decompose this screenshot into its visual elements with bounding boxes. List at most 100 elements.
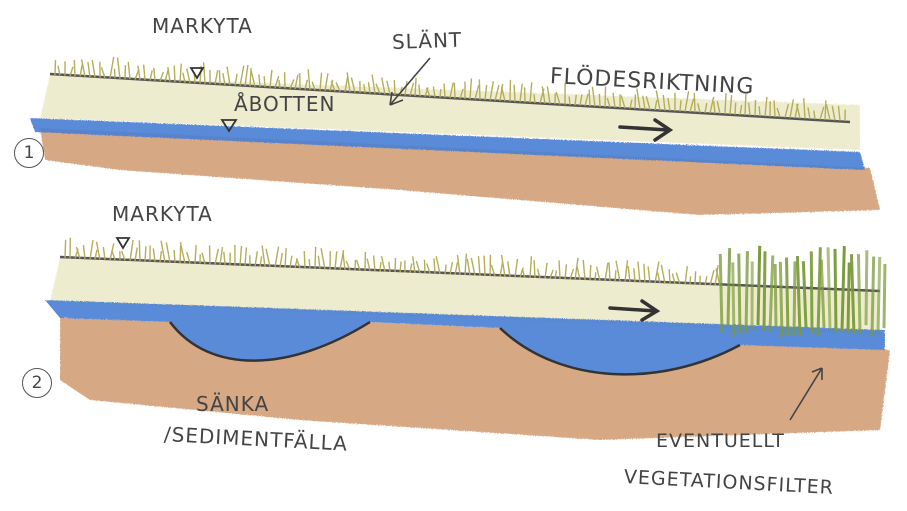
reed-stem [858, 254, 860, 333]
reed-stem [775, 264, 776, 327]
label-markyta-2: MARKYTA [112, 202, 213, 226]
grass-blade [285, 248, 286, 267]
reed-stem [739, 254, 740, 334]
grass-blade [440, 89, 441, 97]
grass-blade [304, 251, 305, 268]
grass-blade [465, 254, 466, 276]
reed-stem [746, 251, 747, 333]
grass-blade [130, 240, 133, 261]
grass-blade [695, 271, 696, 285]
label-markyta-1: MARKYTA [152, 14, 253, 38]
grass-blade [609, 262, 610, 281]
grass-blade [457, 255, 460, 275]
grass-blade [759, 106, 760, 116]
grass-blade [65, 240, 66, 258]
grass-blade [88, 62, 90, 77]
label-slant: SLÄNT [392, 28, 463, 54]
grass-blade [166, 242, 170, 262]
grass-blade [774, 100, 775, 117]
grass-blade [92, 60, 95, 77]
grass-blade [275, 247, 279, 267]
grass-blade [315, 247, 316, 269]
grass-blade [454, 83, 455, 98]
grass-blade [245, 247, 246, 265]
panel-number-2: 2 [22, 368, 52, 398]
grass-blade [74, 60, 75, 76]
grass-blade [174, 250, 175, 263]
grass-blade [309, 259, 310, 268]
reed-stem [780, 262, 782, 337]
grass-blade [599, 94, 600, 107]
reed-stem [811, 251, 812, 333]
grass-blade [589, 90, 590, 106]
grass-blade [204, 62, 205, 83]
grass-blade [515, 259, 518, 277]
grass-blade [514, 85, 515, 102]
grass-blade [343, 252, 345, 270]
grass-blade [220, 247, 222, 264]
grass-blade [174, 66, 175, 82]
grass-blade [424, 260, 425, 274]
grass-blade [240, 246, 241, 265]
grass-blade [444, 84, 445, 98]
grass-blade [735, 103, 736, 115]
grass-blade [215, 249, 218, 265]
grass-blade [638, 262, 640, 283]
grass-blade [625, 260, 627, 282]
grass-blade [264, 76, 265, 87]
grass-blade [144, 65, 145, 81]
grass-blade [262, 246, 265, 267]
grass-blade [180, 242, 181, 263]
grass-blade [559, 260, 560, 279]
reed-stem [848, 263, 849, 333]
grass-blade [595, 272, 596, 280]
reed-stem [828, 247, 830, 329]
reed-stem [878, 257, 880, 332]
grass-blade [478, 256, 480, 276]
grass-blade [605, 263, 608, 281]
grass-blade [90, 240, 93, 259]
grass-blade [128, 62, 130, 79]
reed-stem [794, 261, 795, 335]
grass-blade [755, 100, 756, 116]
grass-blade [534, 260, 535, 278]
reed-stem [866, 250, 867, 325]
grass-blade [825, 100, 826, 119]
surface-marker-2 [117, 238, 129, 248]
grass-blade [569, 96, 570, 104]
reed-stem [728, 248, 730, 325]
label-eventuellt: EVENTUELLT [656, 430, 785, 452]
grass-blade [195, 245, 196, 263]
label-sanka: SÄNKA [196, 392, 269, 416]
grass-blade [484, 256, 485, 276]
grass-blade [321, 248, 325, 269]
reed-stem [835, 249, 836, 332]
grass-blade [395, 258, 396, 272]
grass-blade [615, 270, 616, 281]
grass-blade [479, 79, 480, 99]
grass-blade [118, 57, 120, 78]
reed-stem [787, 258, 788, 336]
grass-blade [644, 264, 645, 283]
grass-blade [616, 261, 620, 282]
reed-stem [733, 262, 734, 336]
reed-stem [758, 246, 760, 325]
grass-blade [380, 262, 381, 272]
reed-stem [872, 257, 874, 337]
reed-stem [884, 264, 885, 328]
grass-blade [139, 240, 140, 261]
grass-blade [690, 276, 691, 284]
grass-blade [181, 246, 185, 263]
reed-stem [720, 254, 722, 333]
grass-blade [583, 260, 585, 280]
panel-2 [45, 238, 890, 440]
label-abotten: ÅBOTTEN [234, 92, 335, 116]
grass-blade [110, 57, 114, 78]
grass-blade [180, 64, 181, 83]
grass-blade [669, 269, 670, 284]
panel-number-1: 1 [14, 138, 44, 168]
grass-blade [266, 249, 270, 267]
grass-blade [436, 256, 440, 274]
grass-blade [590, 265, 591, 281]
grass-blade [335, 251, 337, 269]
